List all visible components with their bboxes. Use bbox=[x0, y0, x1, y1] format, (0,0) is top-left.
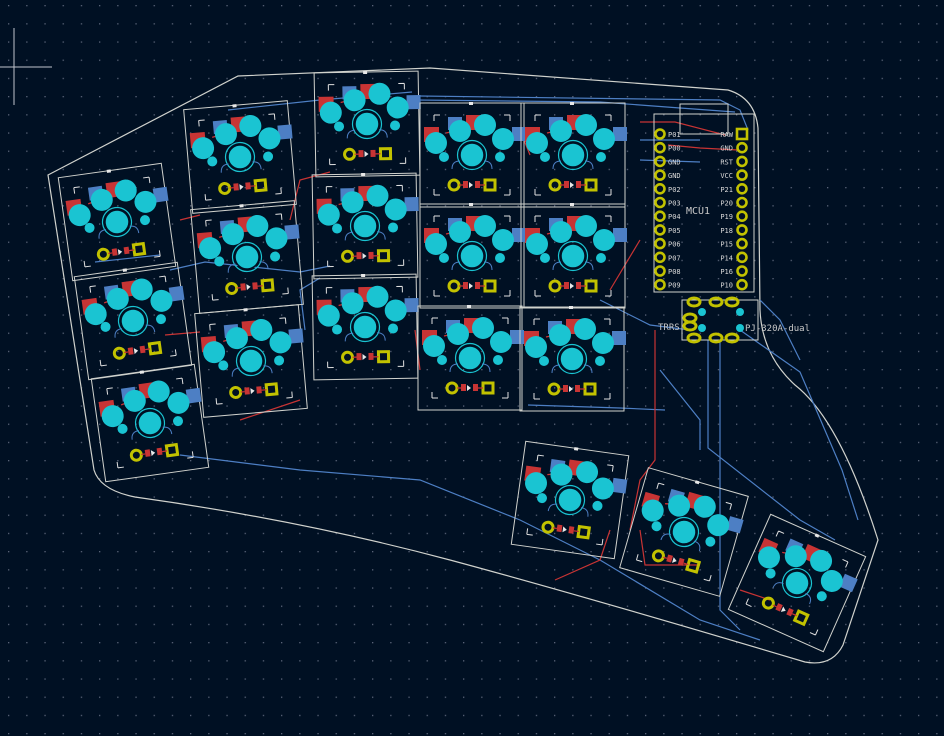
mcu-pad-gnd[interactable] bbox=[654, 169, 666, 181]
mcu-pad-p16[interactable] bbox=[736, 265, 748, 277]
mcu-pad-p07[interactable] bbox=[654, 251, 666, 264]
mcu-pin-label: GND bbox=[720, 145, 733, 153]
mcu-pad-p21[interactable] bbox=[736, 183, 748, 195]
origin-crosshair bbox=[0, 28, 52, 105]
mcu-pin-label: P01 bbox=[668, 131, 681, 139]
mcu-pin-label: P09 bbox=[668, 282, 681, 290]
mcu-pin-label: P05 bbox=[668, 227, 681, 235]
mcu-pin-label: RST bbox=[720, 158, 733, 166]
mcu-pin-label: GND bbox=[668, 172, 681, 180]
mcu-pad-p20[interactable] bbox=[736, 196, 748, 209]
trrs-jack-footprint[interactable]: TRRS PJ-320A-dual bbox=[658, 296, 810, 344]
mcu-pin-label: P21 bbox=[720, 186, 733, 194]
mcu-pad-p03[interactable] bbox=[654, 196, 666, 209]
mcu-pad-p01[interactable] bbox=[654, 128, 666, 140]
mcu-pin-label: P14 bbox=[720, 254, 733, 262]
mcu-pad-raw[interactable] bbox=[735, 127, 749, 141]
mcu-pin-label: P02 bbox=[668, 186, 681, 194]
mcu-reference-label: MCU1 bbox=[686, 206, 710, 217]
board-outline bbox=[47, 67, 879, 664]
mcu-pad-vcc[interactable] bbox=[736, 169, 748, 181]
mcu-pin-label: P18 bbox=[720, 227, 733, 235]
mcu-pad-gnd[interactable] bbox=[736, 141, 748, 154]
mcu-pin-label: P00 bbox=[668, 145, 681, 153]
mcu-pad-p02[interactable] bbox=[654, 183, 666, 195]
mcu-pin-label: P07 bbox=[668, 254, 681, 262]
mcu-pad-p14[interactable] bbox=[736, 251, 748, 264]
mcu-pin-label: P04 bbox=[668, 213, 681, 221]
mcu-pin-label: P03 bbox=[668, 200, 681, 208]
mcu-pin-label: VCC bbox=[720, 172, 733, 180]
mcu-pad-gnd[interactable] bbox=[654, 155, 666, 168]
mcu-pad-p09[interactable] bbox=[654, 278, 666, 291]
mcu-pad-rst[interactable] bbox=[736, 155, 748, 168]
mcu-pin-label: RAW bbox=[720, 131, 733, 139]
mcu-pad-p10[interactable] bbox=[736, 278, 748, 291]
mcu-pin-label: GND bbox=[668, 158, 681, 166]
mcu-pin-label: P06 bbox=[668, 241, 681, 249]
mcu-pad-p19[interactable] bbox=[736, 210, 748, 222]
trrs-part-label: PJ-320A-dual bbox=[745, 324, 810, 334]
mcu-pad-p08[interactable] bbox=[654, 265, 666, 277]
trrs-reference-label: TRRS bbox=[658, 323, 680, 333]
mcu-pin-label: P20 bbox=[720, 200, 733, 208]
mcu-pad-p05[interactable] bbox=[654, 224, 666, 236]
mcu-pad-p06[interactable] bbox=[654, 237, 666, 250]
mcu-pad-p00[interactable] bbox=[654, 141, 666, 154]
mcu-pin-label: P08 bbox=[668, 268, 681, 276]
mcu-pin-label: P16 bbox=[720, 268, 733, 276]
mcu-pad-p15[interactable] bbox=[736, 237, 748, 250]
mcu-pad-p04[interactable] bbox=[654, 210, 666, 222]
mcu-pin-label: P15 bbox=[720, 241, 733, 249]
mcu-pin-label: P19 bbox=[720, 213, 733, 221]
mcu-pad-p18[interactable] bbox=[736, 224, 748, 236]
mcu-pin-label: P10 bbox=[720, 282, 733, 290]
